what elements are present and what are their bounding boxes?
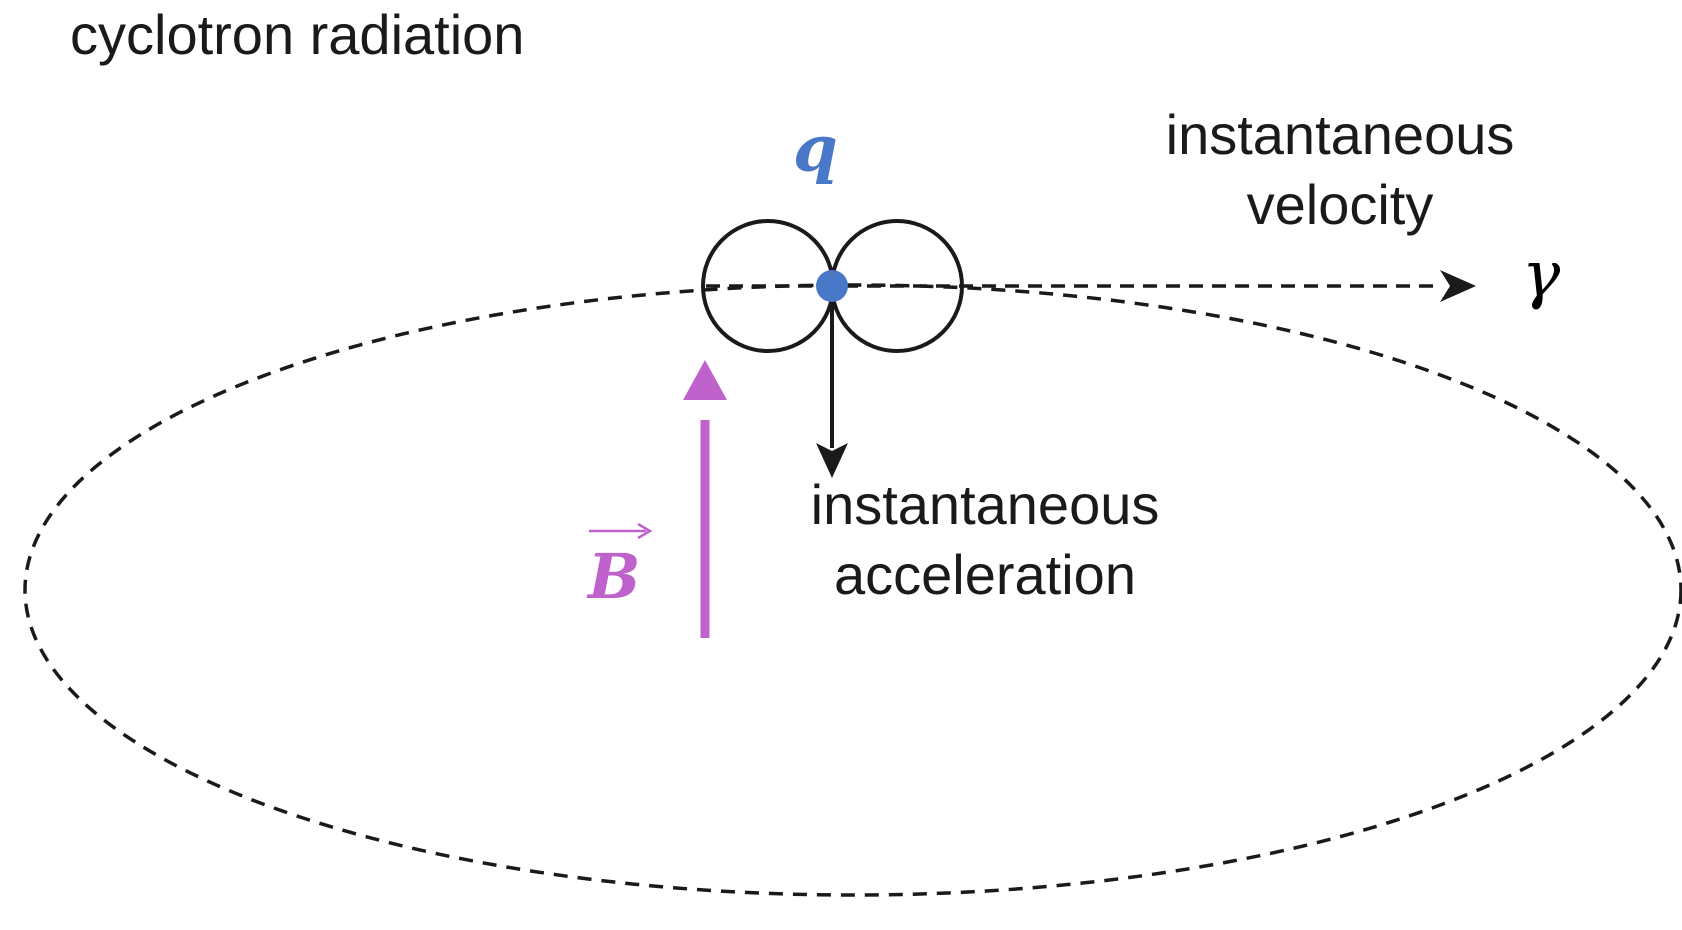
acceleration-label-line-2: acceleration <box>834 543 1136 606</box>
acceleration-label-line-1: instantaneous <box>810 473 1160 536</box>
diagram-title: cyclotron radiation <box>70 3 525 66</box>
lorentz-factor-symbol: γ <box>1522 238 1561 312</box>
acceleration-label: instantaneous acceleration <box>765 470 1205 610</box>
velocity-label-line-2: velocity <box>1246 173 1434 236</box>
magnetic-field-arrowhead <box>683 360 727 400</box>
vector-overarrow-head <box>637 522 653 540</box>
velocity-arrowhead <box>1440 270 1476 302</box>
acceleration-arrowhead <box>816 443 848 478</box>
charge-symbol: q <box>793 112 838 187</box>
velocity-label: instantaneous velocity <box>1130 100 1550 240</box>
velocity-label-line-1: instantaneous <box>1165 103 1515 166</box>
magnetic-field-symbol: B <box>588 540 641 613</box>
charge-particle <box>816 270 848 302</box>
